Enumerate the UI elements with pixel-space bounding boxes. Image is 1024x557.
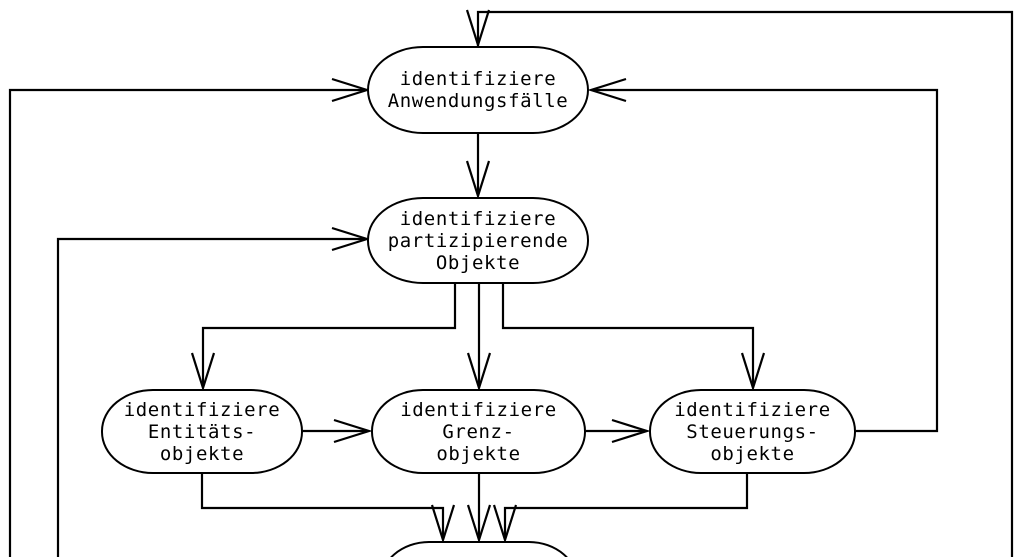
node-label-line: Grenz- (442, 420, 515, 443)
arrowhead-down-icon (465, 160, 491, 200)
node-label-line: identifiziere (399, 68, 557, 90)
edge-grenz-to-bottom (466, 473, 492, 544)
node-label-line: Entitäts- (147, 420, 257, 443)
edge-left-outer-line-to-anwendungsfaelle (8, 77, 371, 557)
arrowhead-right-icon (333, 418, 373, 444)
node-label-line: Steuerungs- (686, 420, 819, 443)
edge-steuerungs-to-bottom (492, 473, 749, 544)
node-label-line: Anwendungsfälle (387, 90, 569, 112)
node-label-line: objekte (159, 442, 245, 465)
arrowhead-down-icon (430, 504, 456, 544)
edge-partizipierende-to-steuerungs (501, 283, 766, 392)
node-label-line: identifiziere (399, 207, 557, 230)
arrowhead-left-icon (587, 77, 627, 103)
node-label-line: objekte (710, 442, 795, 465)
arrowhead-right-icon (611, 418, 651, 444)
arrowhead-down-icon (740, 352, 766, 392)
node-identifiziere-grenzobjekte: identifiziere Grenz- objekte (371, 389, 586, 474)
edge-partizipierende-to-entitaets (190, 283, 457, 392)
node-label-line: objekte (436, 442, 521, 465)
edge-grenz-to-steuerungs (586, 418, 651, 444)
node-label-line: partizipierende (387, 229, 569, 252)
node-label-line: identifiziere (400, 398, 557, 421)
edge-anwendungsfaelle-to-partizipierende (465, 133, 491, 200)
edge-entitaets-to-bottom (200, 473, 456, 544)
node-identifiziere-anwendungsfaelle: identifiziere Anwendungsfälle (367, 46, 589, 134)
node-identifiziere-partizipierende-objekte: identifiziere partizipierende Objekte (367, 197, 589, 284)
arrowhead-down-icon (465, 9, 491, 49)
node-label-line: Objekte (435, 251, 521, 274)
node-label-line: identifiziere (123, 398, 281, 421)
node-label-line: identifiziere (674, 398, 831, 421)
arrowhead-down-icon (190, 352, 216, 392)
arrowhead-down-icon (466, 352, 492, 392)
edge-right-outer-loop-to-anwendungsfaelle (465, 9, 1014, 557)
node-identifiziere-entitaetsobjekte: identifiziere Entitäts- objekte (101, 389, 303, 474)
edge-entitaets-to-grenz (303, 418, 373, 444)
edge-steuerungs-to-anwendungsfaelle (587, 77, 939, 433)
arrowhead-down-icon (492, 504, 518, 544)
node-identifiziere-steuerungsobjekte: identifiziere Steuerungs- objekte (649, 389, 856, 474)
arrowhead-down-icon (466, 504, 492, 544)
edge-partizipierende-to-grenz (466, 283, 492, 392)
